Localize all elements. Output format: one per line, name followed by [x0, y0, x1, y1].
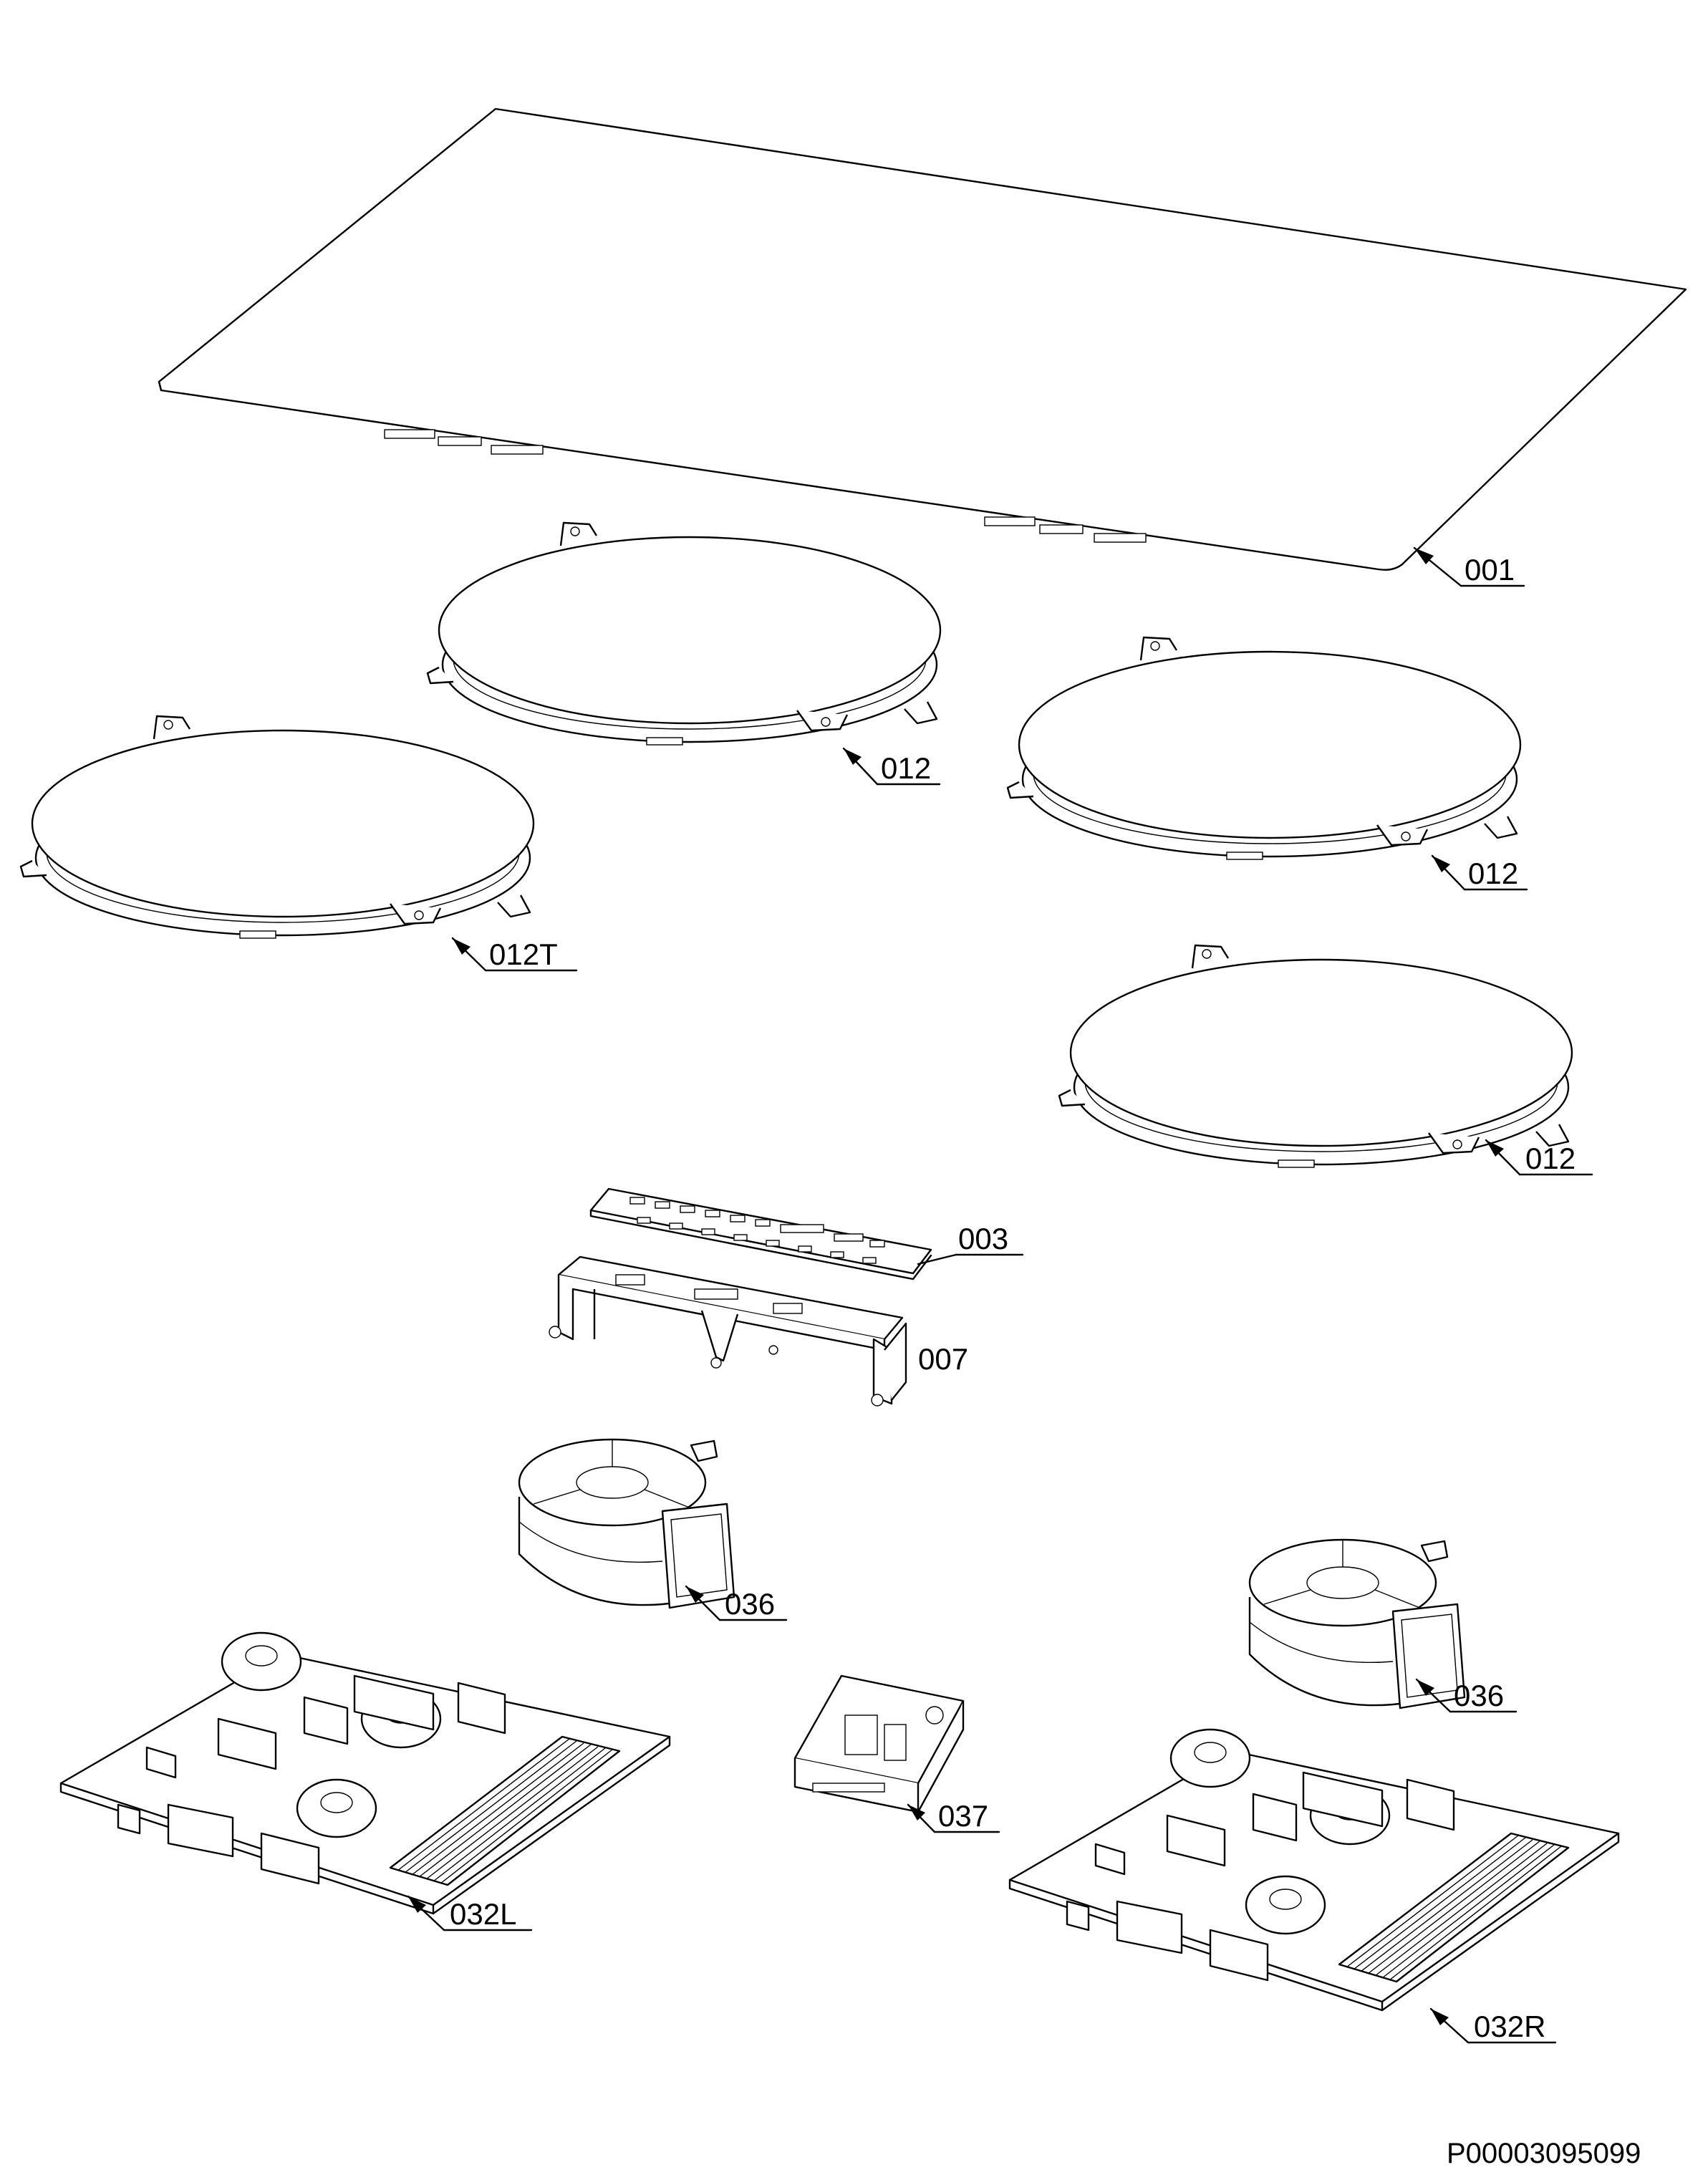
induction-coil-left [19, 715, 535, 940]
board-holder-frame [549, 1255, 907, 1407]
induction-coil-top-center [426, 521, 942, 746]
power-board-left [59, 1631, 671, 1915]
drawing-code: P00003095099 [1447, 2138, 1641, 2169]
label-fan-left: 036 [725, 1587, 775, 1621]
label-control-board: 003 [958, 1222, 1008, 1255]
leader-lines [407, 546, 1593, 2044]
label-small-module: 037 [938, 1799, 988, 1833]
induction-coil-right-upper [1006, 636, 1522, 861]
label-power-board-left: 032L [450, 1897, 516, 1931]
cooling-fan-left [518, 1438, 735, 1609]
glass-top-plate [158, 107, 1687, 571]
label-coil-top-center: 012 [881, 751, 931, 785]
label-coil-left: 012T [489, 937, 558, 971]
label-coil-right-lower: 012 [1525, 1142, 1576, 1175]
label-power-board-right: 032R [1474, 2010, 1545, 2043]
label-coil-right-upper: 012 [1468, 857, 1518, 890]
label-board-holder: 007 [918, 1342, 968, 1376]
cooling-fan-right [1248, 1538, 1466, 1709]
power-board-right [1008, 1728, 1620, 2012]
label-glass-top: 001 [1465, 553, 1515, 587]
induction-coil-right-lower [1058, 944, 1573, 1169]
control-board [589, 1187, 932, 1280]
label-fan-right: 036 [1454, 1679, 1504, 1712]
small-module [793, 1674, 965, 1813]
